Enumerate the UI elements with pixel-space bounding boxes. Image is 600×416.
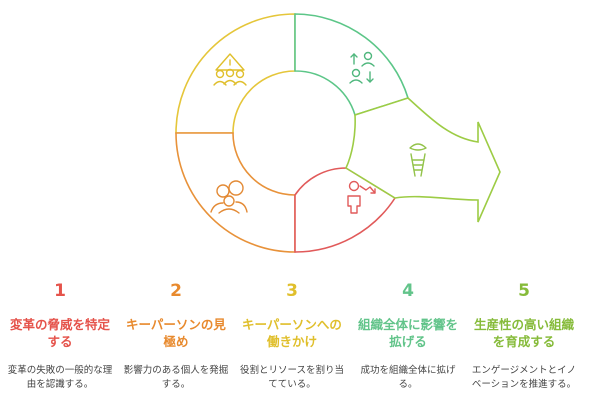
step-description: エンゲージメントとイノベーションを推進する。 bbox=[471, 365, 577, 390]
step-description: 変革の失敗の一般的な理由を認識する。 bbox=[7, 365, 113, 390]
step-title: 組織全体に影響を拡げる bbox=[357, 317, 458, 349]
step-title: 変革の脅威を特定する bbox=[9, 317, 110, 349]
step-description: 役割とリソースを割り当てている。 bbox=[239, 365, 345, 390]
presenter-chart-icon bbox=[347, 180, 376, 214]
segment-exchange bbox=[294, 13, 409, 117]
step-number: 3 bbox=[286, 281, 298, 301]
step-3: 3 キーパーソンへの働きかけ役割とリソースを割り当てている。 bbox=[237, 278, 347, 392]
step-number: 2 bbox=[170, 281, 182, 301]
step-number: 5 bbox=[518, 281, 530, 301]
segment-warning bbox=[175, 13, 296, 134]
people-exchange-icon bbox=[349, 51, 375, 84]
growth-ladder-icon bbox=[409, 143, 427, 177]
segment-people bbox=[175, 132, 296, 253]
step-description: 成功を組織全体に拡げる。 bbox=[360, 365, 456, 390]
step-4: 4 組織全体に影響を拡げる成功を組織全体に拡げる。 bbox=[353, 278, 463, 392]
step-2: 2 キーパーソンの見極め影響力のある個人を発掘する。 bbox=[121, 278, 231, 392]
step-1: 1 変革の脅威を特定する変革の失敗の一般的な理由を認識する。 bbox=[5, 278, 115, 392]
step-title: キーパーソンの見極め bbox=[126, 317, 226, 349]
warning-people-icon bbox=[213, 53, 247, 86]
cycle-diagram bbox=[175, 13, 501, 253]
group-people-icon bbox=[210, 180, 248, 214]
step-5: 5 生産性の高い組織を育成するエンゲージメントとイノベーションを推進する。 bbox=[469, 278, 579, 392]
step-number: 4 bbox=[402, 281, 414, 301]
step-title: キーパーソンへの働きかけ bbox=[242, 317, 342, 349]
step-description: 影響力のある個人を発掘する。 bbox=[123, 365, 229, 390]
step-number: 1 bbox=[54, 281, 66, 301]
step-title: 生産性の高い組織を育成する bbox=[473, 317, 574, 349]
